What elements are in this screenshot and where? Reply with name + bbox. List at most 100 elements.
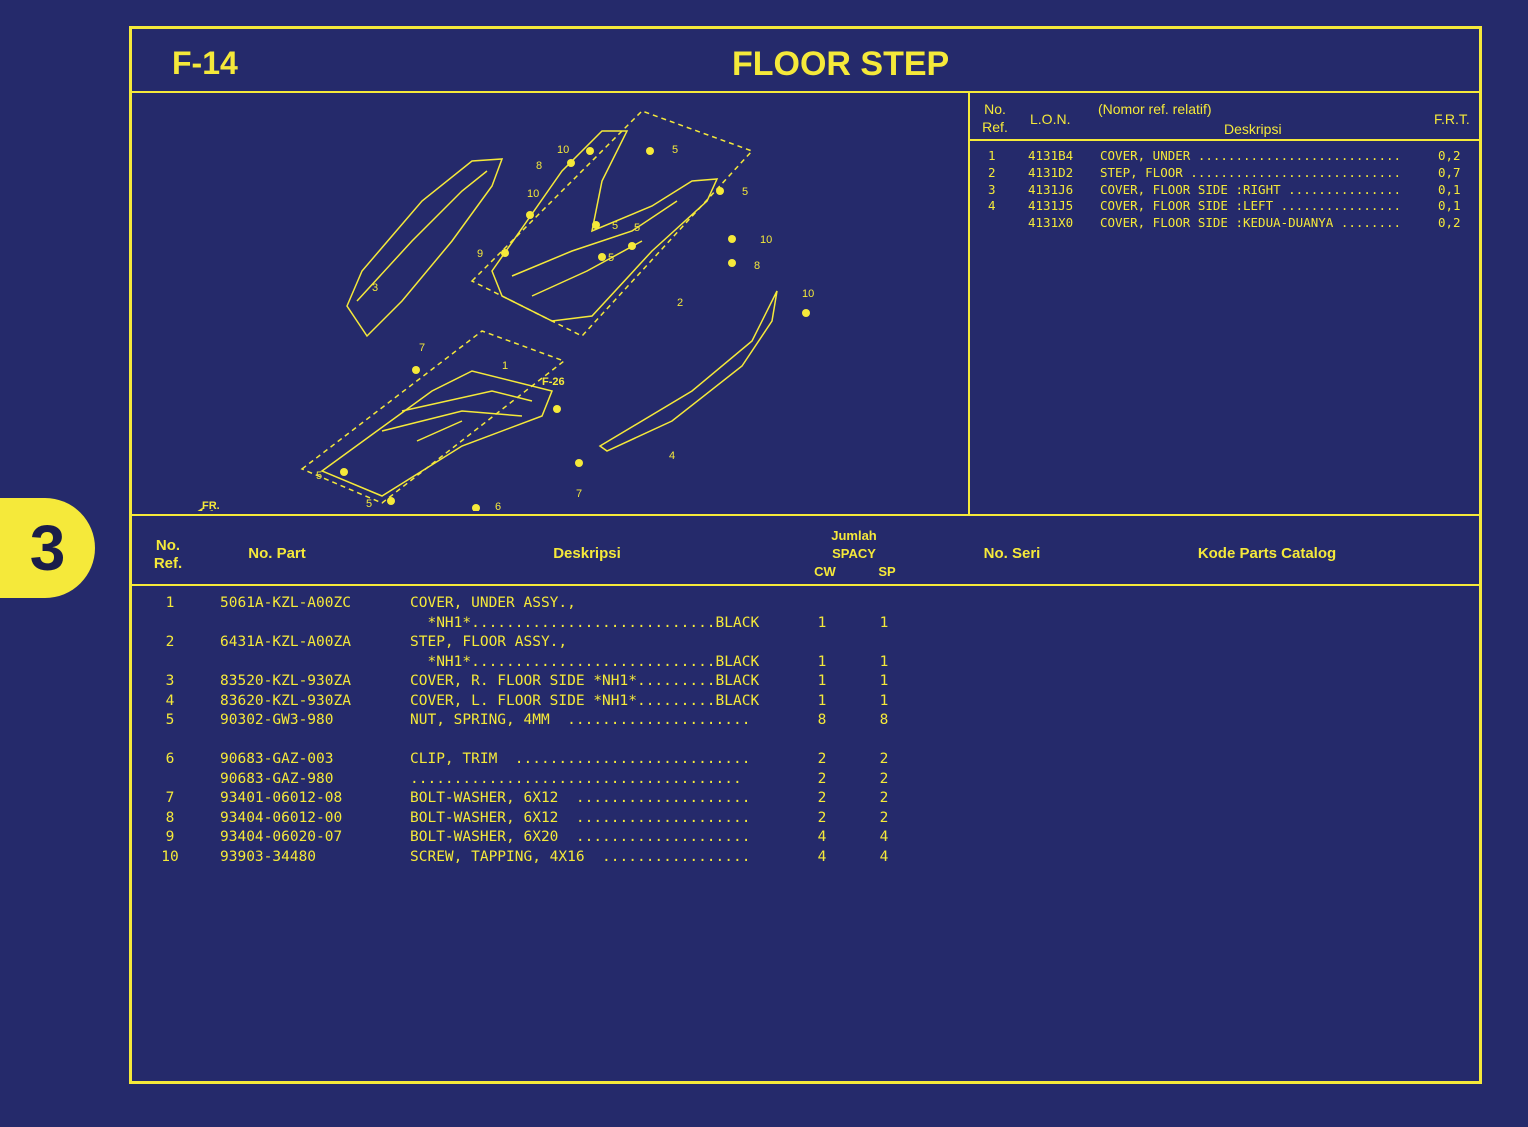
lon-ref: 3: [988, 182, 996, 197]
header-divider: [132, 91, 1479, 93]
parts-col-jumlah: Jumlah: [831, 528, 877, 543]
lon-code: 4131J5: [1028, 198, 1074, 213]
qty-sp: 1: [879, 653, 889, 670]
lon-frt: 0,2: [1438, 148, 1461, 163]
part-ref: 9: [165, 829, 175, 845]
callout-10b: 10: [527, 188, 539, 200]
qty-cw: 2: [817, 770, 827, 787]
figure-code: F-14: [172, 45, 238, 81]
catalog-page-frame: F-14 FLOOR STEP: [129, 26, 1482, 1084]
floor-side-cover-left-shape: [598, 290, 778, 452]
part-number: 93401-06012-08: [220, 790, 343, 806]
qty-cw: 1: [817, 653, 827, 670]
qty-cw: 1: [817, 692, 827, 709]
callout-6: 6: [495, 501, 501, 511]
part-description: COVER, L. FLOOR SIDE *NH1*.........BLACK: [410, 692, 760, 709]
parts-col-seri: No. Seri: [983, 545, 1041, 562]
lon-ref: 2: [988, 165, 996, 180]
part-description: NUT, SPRING, 4MM .....................: [410, 712, 751, 728]
lon-frt: 0,1: [1438, 198, 1461, 213]
part-ref: 5: [165, 712, 175, 728]
part-number: 90683-GAZ-003: [220, 751, 334, 767]
lon-desc: COVER, UNDER ...........................: [1100, 148, 1402, 163]
part-description: BOLT-WASHER, 6X12 ....................: [410, 790, 751, 806]
callout-10a: 10: [557, 144, 569, 156]
lon-desc: COVER, FLOOR SIDE :KEDUA-DUANYA ........: [1100, 215, 1402, 230]
callout-4: 4: [669, 450, 675, 462]
callout-2: 2: [677, 297, 683, 309]
part-number: 93404-06020-07: [220, 829, 343, 845]
part-ref: 2: [165, 634, 175, 650]
part-ref: 8: [165, 809, 175, 826]
callout-10c: 10: [760, 234, 772, 246]
qty-sp: 2: [879, 809, 889, 826]
qty-sp: 8: [879, 712, 889, 728]
parts-col-catalog: Kode Parts Catalog: [1197, 545, 1337, 562]
floor-side-cover-right-shape: [346, 158, 504, 338]
qty-cw: 1: [817, 614, 827, 631]
callout-5a: 5: [672, 144, 678, 156]
part-ref: 1: [165, 595, 175, 611]
parts-col-model: SPACY: [832, 546, 876, 561]
qty-sp: 4: [879, 848, 889, 865]
callout-5d: 5: [634, 222, 640, 234]
part-description: SCREW, TAPPING, 4X16 .................: [410, 848, 751, 865]
lon-col-lon: L.O.N.: [1030, 111, 1071, 127]
qty-cw: 8: [817, 712, 827, 728]
lon-desc: COVER, FLOOR SIDE :RIGHT ...............: [1100, 182, 1402, 197]
part-number: 90683-GAZ-980: [220, 770, 334, 787]
qty-cw: 1: [817, 673, 827, 689]
part-description: *NH1*............................BLACK: [410, 614, 760, 631]
lon-frt: 0,2: [1438, 215, 1461, 230]
part-number: 93404-06012-00: [220, 809, 343, 826]
lon-col-frt: F.R.T.: [1434, 111, 1470, 127]
floor-step-shape: [491, 130, 719, 322]
parts-col-desc: Deskripsi: [553, 545, 621, 562]
qty-cw: 4: [817, 829, 827, 845]
qty-sp: 2: [879, 770, 889, 787]
part-number: 83520-KZL-930ZA: [220, 673, 351, 689]
qty-sp: 2: [879, 790, 889, 806]
qty-sp: 1: [879, 614, 889, 631]
parts-col-part: No. Part: [248, 545, 306, 562]
part-description: COVER, UNDER ASSY.,: [410, 595, 576, 611]
part-number: 93903-34480: [220, 848, 317, 865]
qty-sp: 1: [879, 692, 889, 709]
floor-step-diagram: 3 10 8 10 5 5 5 5 5 9 10 8 2 10 7 1 4 7 …: [178, 110, 940, 530]
parts-col-cw: CW: [814, 564, 836, 579]
lon-desc: STEP, FLOOR ............................: [1100, 165, 1402, 180]
lon-header-divider: [970, 139, 1479, 141]
callout-10d: 10: [802, 288, 814, 300]
qty-cw: 2: [817, 790, 827, 806]
callout-8b: 8: [754, 260, 760, 272]
qty-cw: 2: [817, 809, 827, 826]
parts-col-sp: SP: [878, 564, 896, 579]
section-tab[interactable]: 3: [0, 498, 95, 598]
callout-7b: 7: [576, 488, 582, 500]
section-number: 3: [29, 512, 66, 584]
callout-5c: 5: [612, 220, 618, 232]
callout-5f: 5: [316, 470, 322, 482]
lon-col-note: (Nomor ref. relatif): [1098, 101, 1212, 117]
cross-ref-label: F-26: [542, 376, 565, 388]
lon-col-no: No.: [984, 101, 1006, 117]
part-ref: 6: [165, 751, 175, 767]
callout-9: 9: [477, 248, 483, 260]
callout-5e: 5: [608, 252, 614, 264]
lon-code: 4131B4: [1028, 148, 1074, 163]
parts-col-ref: Ref.: [153, 555, 183, 572]
part-description: ......................................: [410, 770, 742, 787]
part-ref: 4: [165, 692, 175, 709]
lon-frt: 0,7: [1438, 165, 1461, 180]
qty-sp: 1: [879, 673, 889, 689]
under-cover-shape: [320, 370, 554, 497]
part-ref: 10: [161, 848, 179, 865]
part-number: 5061A-KZL-A00ZC: [220, 595, 351, 611]
lon-ref: 1: [988, 148, 996, 163]
lon-ref: 4: [988, 198, 996, 213]
page-title: FLOOR STEP: [732, 45, 950, 83]
exploded-diagram: 3 10 8 10 5 5 5 5 5 9 10 8 2 10 7 1 4 7 …: [132, 91, 968, 530]
lon-code: 4131X0: [1028, 215, 1074, 230]
parts-col-no: No.: [155, 537, 181, 554]
part-ref: 3: [165, 673, 175, 689]
